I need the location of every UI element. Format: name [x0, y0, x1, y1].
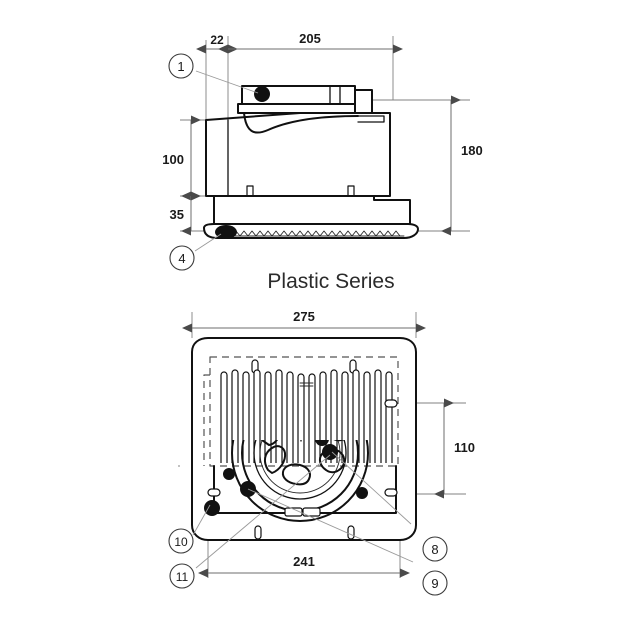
top-housing-flange [237, 103, 361, 114]
balloon-4-label: 4 [178, 251, 185, 266]
bottom-slot-left [254, 525, 262, 540]
vane-upper-right [333, 440, 345, 442]
motor-outer-circle [231, 440, 369, 522]
vane-bottom [281, 463, 311, 486]
dimension-22-label: 22 [210, 33, 224, 47]
lower-right-fastener [356, 487, 368, 499]
dimension-35: 35 [170, 191, 201, 236]
dimension-100-label: 100 [162, 152, 184, 167]
balloon-8[interactable]: 8 [422, 536, 448, 562]
internal-scroll-curve [243, 112, 359, 134]
balloon-10-circle [168, 528, 194, 554]
balloon-11-circle [169, 563, 195, 589]
grille-edge-clip [215, 225, 237, 239]
vane-upper-left [260, 440, 278, 446]
bottom-view: 275 241 110 [168, 309, 475, 596]
balloon-10-label: 10 [174, 535, 188, 549]
view-caption: Plastic Series [267, 270, 394, 293]
balloon-9-label: 9 [431, 576, 438, 591]
right-faceplate-slot [384, 488, 398, 497]
balloon-4[interactable]: 4 [169, 233, 222, 271]
dimension-180: 180 [441, 95, 483, 236]
dimension-205: 205 [218, 31, 403, 54]
bottom-slot-right [347, 525, 355, 540]
motor-mount-fastener-a [315, 440, 329, 446]
grille-teeth [231, 230, 405, 237]
vane-left [263, 445, 287, 474]
top-housing-fastener [254, 86, 270, 102]
balloon-11[interactable]: 11 [169, 563, 195, 589]
dimension-35-label: 35 [170, 207, 184, 222]
balloon-1[interactable]: 1 [168, 53, 259, 94]
balloon-8-circle [422, 536, 448, 562]
dimension-110-label: 110 [454, 440, 475, 455]
dimension-22: 22 [196, 33, 238, 54]
balloon-8-label: 8 [431, 542, 438, 557]
left-chassis-fastener [223, 468, 235, 480]
dimension-205-label: 205 [299, 31, 321, 46]
bottom-tab-right [302, 507, 321, 517]
inner-boundary-dashed-left [203, 374, 210, 466]
inner-boundary-dashed [209, 356, 399, 467]
dimension-180-label: 180 [461, 143, 483, 158]
bottom-tab-left [284, 507, 303, 517]
balloon-9-circle [422, 570, 448, 596]
motor-mount-fastener [322, 444, 338, 460]
side-body-outline [205, 112, 391, 197]
motor-hub-star [300, 440, 302, 442]
balloon-4-circle [169, 245, 195, 271]
duct-collar [354, 89, 373, 114]
balloon-1-circle [168, 53, 194, 79]
dimension-275-label: 275 [293, 309, 315, 324]
balloon-11-label: 11 [176, 570, 189, 584]
side-view: 22 205 180 100 35 [162, 31, 483, 271]
dimension-241: 241 [198, 554, 410, 578]
left-side-fastener [204, 500, 220, 516]
dimension-275: 275 [182, 309, 426, 333]
vane-right [318, 448, 346, 474]
balloon-9[interactable]: 9 [422, 570, 448, 596]
scroll-tab [357, 115, 385, 123]
motor-inner-circle [253, 440, 347, 500]
dimension-241-label: 241 [293, 554, 315, 569]
dimension-110: 110 [434, 398, 475, 499]
balloon-10[interactable]: 10 [168, 528, 194, 554]
bottom-view-leaders [192, 451, 414, 569]
balloon-1-label: 1 [177, 59, 184, 74]
right-side-slot [384, 399, 398, 408]
lower-chassis [213, 195, 411, 227]
left-faceplate-slot [207, 488, 221, 497]
dimension-100: 100 [162, 115, 201, 201]
